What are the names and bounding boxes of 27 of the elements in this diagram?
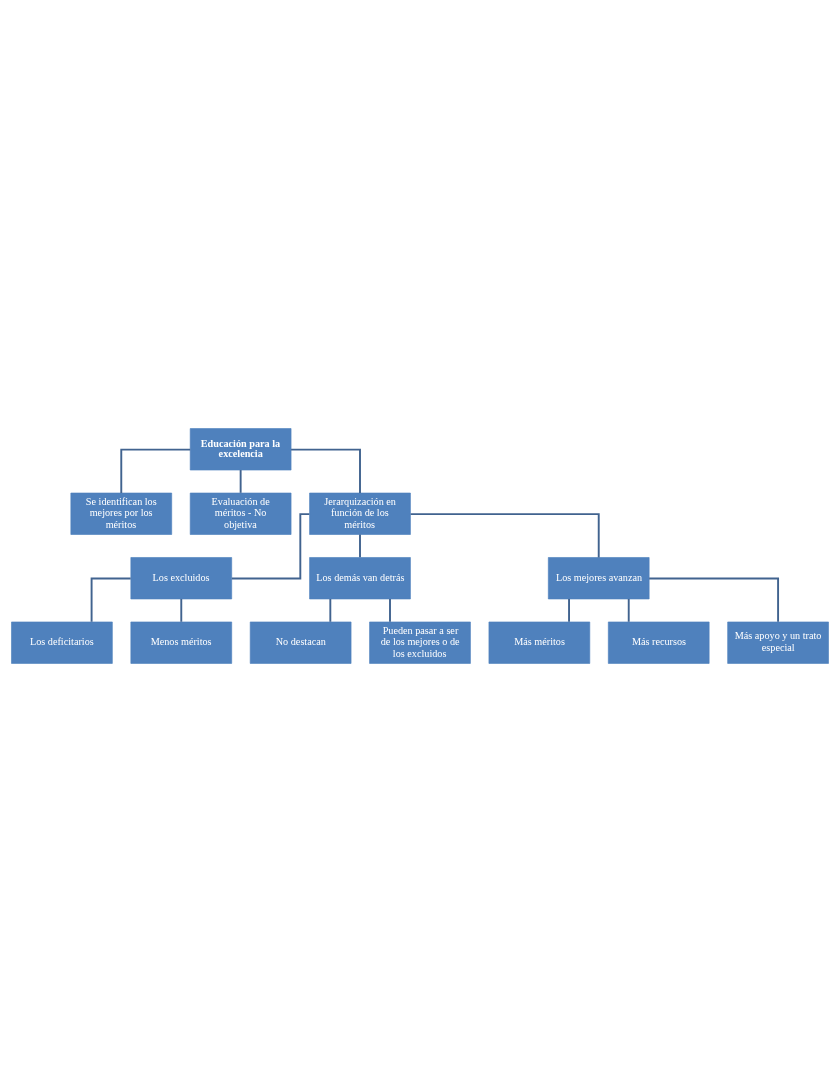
node-box: Más apoyo y un trato especial <box>727 621 829 664</box>
connector <box>180 597 183 623</box>
connector <box>648 577 780 623</box>
connector <box>568 597 570 623</box>
connector <box>120 448 192 494</box>
connector <box>230 512 311 579</box>
node-box: Menos méritos <box>130 621 232 664</box>
node-box: Se identifican los mejores por los méritos <box>70 492 172 535</box>
node-box: Los mejores avanzan <box>547 556 650 599</box>
node-box: Pueden pasar a ser de los mejores o de los excluidos <box>369 621 471 664</box>
connector <box>359 533 361 558</box>
node-box: Educación para la excelencia <box>189 427 292 470</box>
connector <box>627 597 630 623</box>
connector <box>290 448 361 494</box>
node-box: Jerarquización en función de los méritos <box>309 492 411 535</box>
node-box: Evaluación de méritos - No objetiva <box>189 492 292 535</box>
node-box: No destacan <box>249 621 352 664</box>
node-box: Los demás van detrás <box>309 556 411 599</box>
node-box: Más recursos <box>607 621 710 664</box>
connector <box>90 577 132 623</box>
node-box: Los excluidos <box>130 556 232 599</box>
node-box: Más méritos <box>488 621 591 664</box>
connector <box>409 512 600 558</box>
connector <box>329 597 332 623</box>
connector <box>389 597 391 623</box>
node-box: Los deficitarios <box>11 621 113 664</box>
connector <box>239 468 242 494</box>
